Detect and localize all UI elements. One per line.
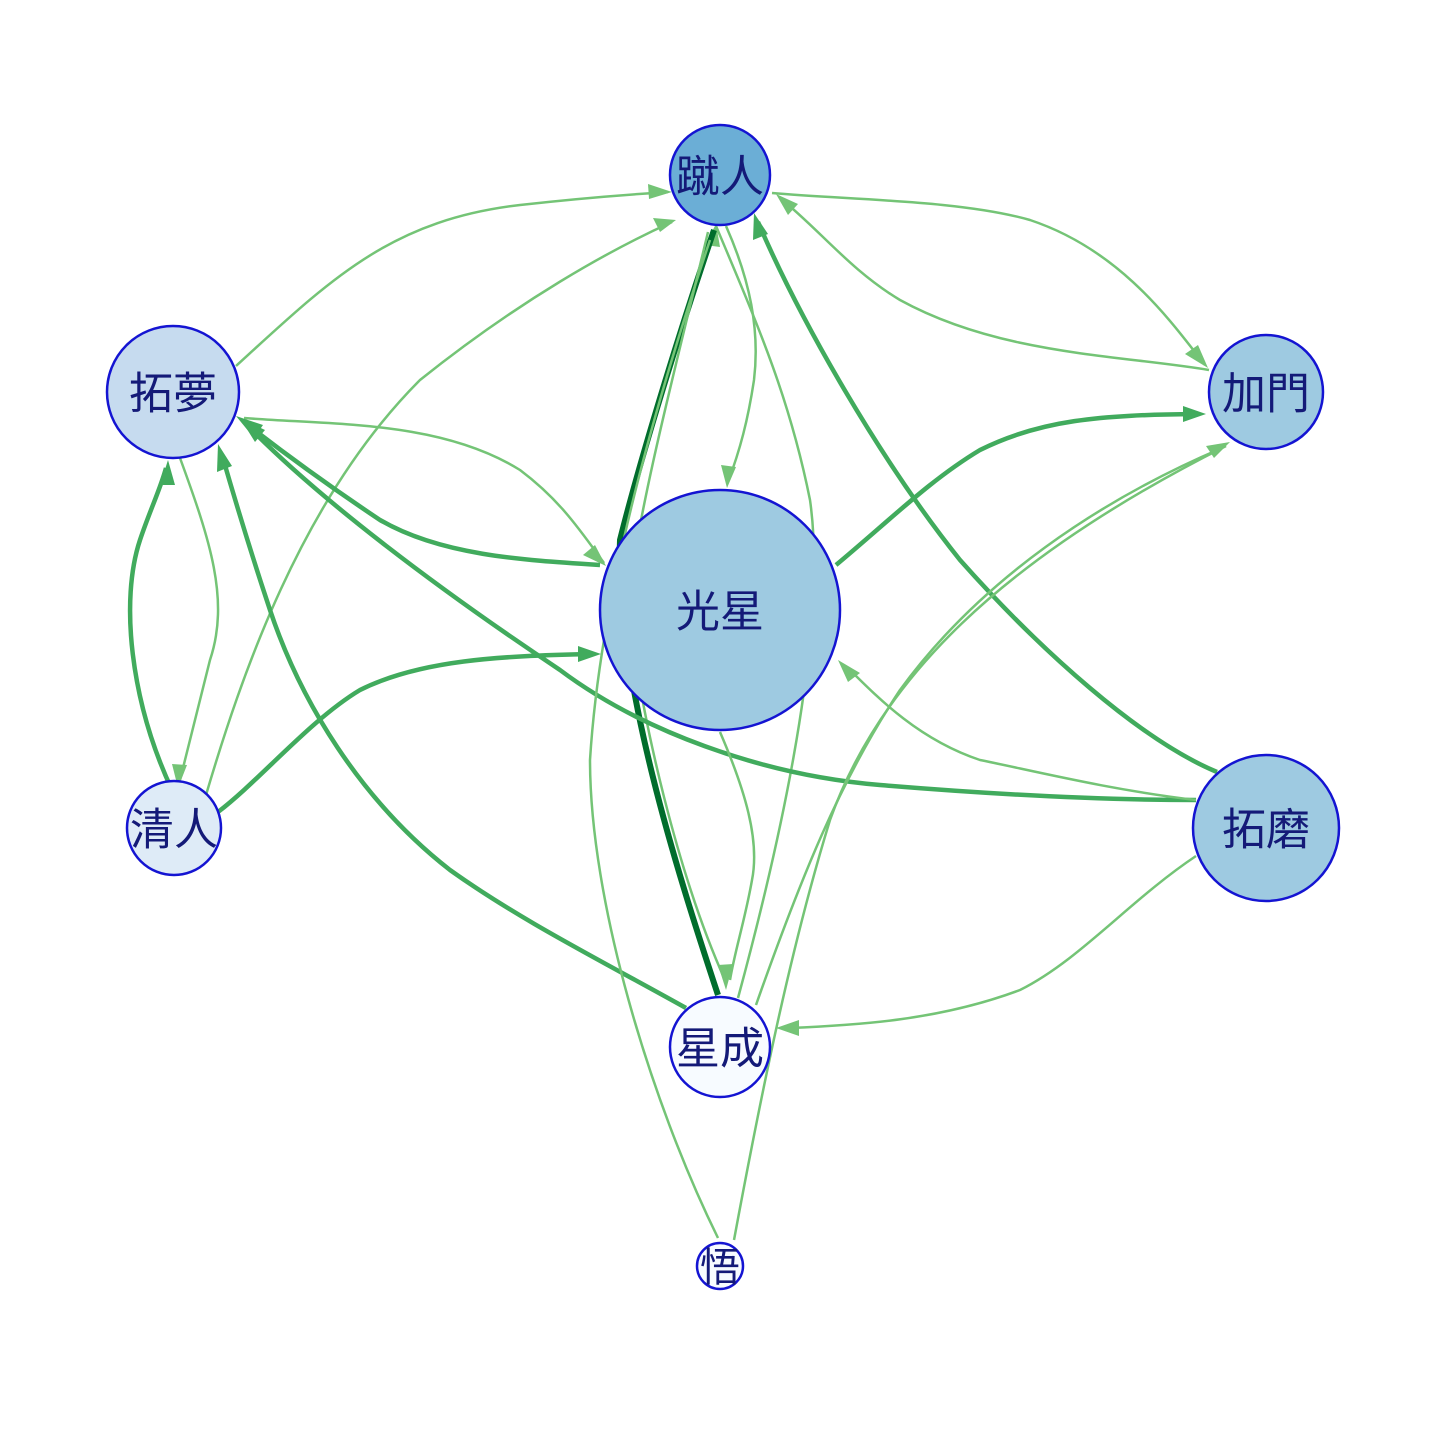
edge-tuomo-to-tuomeng (246, 424, 1197, 803)
node-xingcheng-circle (668, 995, 772, 1099)
node-kick-label: 蹴人 (676, 152, 764, 203)
node-qingren-circle (125, 779, 223, 877)
node-tuomeng[interactable]: 拓夢 (105, 324, 241, 460)
edge-qingren-to-guangxing (216, 651, 591, 814)
nodes-layer: 蹴人 拓夢 加門 光星 清人 拓磨 星成 悟 (105, 123, 1341, 1291)
edge-jiamen-to-kick (779, 197, 1210, 372)
edge-wu-to-jiamen (732, 444, 1227, 1241)
edge-kick-to-jiamen (771, 191, 1206, 366)
node-wu-circle (695, 1241, 745, 1291)
node-kick-circle (668, 123, 772, 227)
edge-xingcheng-to-kick (714, 225, 816, 999)
arrow-tuomo-to-kick (753, 213, 768, 240)
arrow-guangxing-to-jiamen (1183, 406, 1206, 422)
arrow-tuomeng-to-kick (648, 184, 672, 199)
edge-qingren-to-tuomeng (127, 467, 175, 791)
edge-kick-to-guangxing (724, 225, 757, 483)
arrow-tuomeng-to-guangxing (583, 545, 606, 566)
node-kick[interactable]: 蹴人 (668, 123, 772, 227)
edge-guangxing-to-tuomeng (242, 420, 601, 568)
arrow-kick-to-guangxing (721, 465, 736, 488)
arrow-tuomo-to-xingcheng (776, 1020, 799, 1036)
node-tuomeng-label: 拓夢 (129, 369, 217, 420)
edges-layer (127, 184, 1230, 1241)
node-jiamen-label: 加門 (1222, 369, 1310, 420)
node-tuomo-circle (1191, 753, 1341, 903)
edge-guangxing-to-jiamen (834, 411, 1196, 567)
edge-tuomo-to-xingcheng (789, 854, 1197, 1030)
arrow-qingren-to-kick (653, 218, 676, 232)
arrow-qingren-to-guangxing (578, 646, 601, 662)
edge-xingcheng-to-tuomeng (219, 454, 688, 1010)
node-wu-label: 悟 (700, 1245, 740, 1291)
arrow-xingcheng-to-tuomeng (217, 444, 232, 472)
arrow-tuomo-to-guangxing (838, 660, 860, 682)
arrow-tuomeng-to-qingren (172, 764, 187, 788)
arrow-tuomo-to-tuomeng (240, 418, 265, 442)
edge-tuomo-to-kick (755, 221, 1218, 775)
arrow-kick-to-jiamen (1185, 345, 1208, 368)
node-jiamen[interactable]: 加門 (1207, 333, 1325, 451)
edge-guangxing-to-xingcheng (718, 731, 756, 981)
arrow-qingren-to-tuomeng (160, 460, 175, 485)
node-guangxing[interactable]: 光星 (598, 488, 842, 732)
edge-tuomeng-to-qingren (178, 457, 220, 781)
edge-qingren-to-kick (204, 220, 673, 796)
arrow-jiamen-to-kick (776, 194, 798, 215)
node-qingren[interactable]: 清人 (125, 779, 223, 877)
edge-wu-to-kick (588, 239, 720, 1239)
edge-xingcheng-to-jiamen (754, 446, 1223, 1006)
node-tuomo-label: 拓磨 (1222, 805, 1310, 856)
node-guangxing-label: 光星 (676, 587, 764, 638)
node-guangxing-circle (598, 488, 842, 732)
node-jiamen-circle (1207, 333, 1325, 451)
node-qingren-label: 清人 (130, 805, 218, 856)
node-xingcheng[interactable]: 星成 (668, 995, 772, 1099)
edge-tuomeng-to-guangxing (243, 416, 606, 564)
edge-tuomo-to-guangxing (847, 667, 1197, 802)
node-tuomo[interactable]: 拓磨 (1191, 753, 1341, 903)
node-wu[interactable]: 悟 (695, 1241, 745, 1291)
node-xingcheng-label: 星成 (676, 1024, 764, 1075)
arrow-kick-to-xingcheng (718, 964, 733, 990)
edge-tuomeng-to-kick (235, 190, 669, 367)
node-tuomeng-circle (105, 324, 241, 460)
